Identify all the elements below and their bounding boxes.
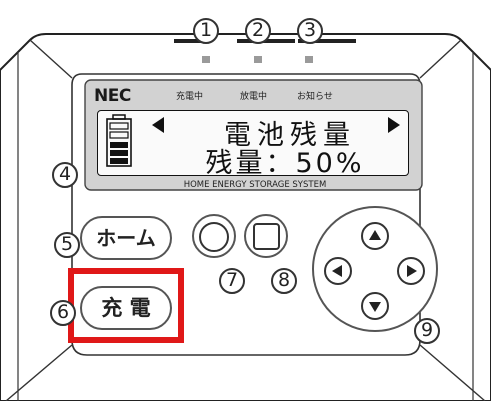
callout-6: 6 xyxy=(50,300,76,326)
lcd-title: 電池残量 xyxy=(224,120,356,151)
lcd-arrow-left-icon xyxy=(152,117,164,133)
callout-5: 5 xyxy=(54,232,80,258)
square-button[interactable] xyxy=(253,223,280,250)
notice-label: お知らせ xyxy=(297,92,333,102)
callout-8: 8 xyxy=(271,268,297,294)
callout-4: 4 xyxy=(52,162,78,188)
charging-label: 充電中 xyxy=(176,92,204,102)
system-name: HOME ENERGY STORAGE SYSTEM xyxy=(183,180,327,190)
home-button[interactable]: ホーム xyxy=(80,216,172,260)
callout-7: 7 xyxy=(219,268,245,294)
lcd-remaining: 残量：50% xyxy=(205,148,365,179)
arrow-down-icon[interactable] xyxy=(360,291,390,321)
charge-button[interactable]: 充 電 xyxy=(80,286,172,330)
dpad xyxy=(312,206,438,332)
callout-1: 1 xyxy=(193,18,219,44)
notice-led xyxy=(305,56,313,63)
arrow-right-icon[interactable] xyxy=(396,256,426,286)
lcd-screen xyxy=(97,110,409,176)
arrow-left-icon[interactable] xyxy=(323,256,353,286)
battery-level-icon xyxy=(106,114,132,167)
callout-2: 2 xyxy=(245,18,271,44)
brand-logo: NEC xyxy=(94,86,131,106)
lcd-arrow-right-icon xyxy=(388,117,400,133)
discharging-led xyxy=(254,56,262,63)
circle-button[interactable] xyxy=(199,222,229,252)
callout-9: 9 xyxy=(414,318,440,344)
discharging-label: 放電中 xyxy=(240,92,268,102)
highlight-box xyxy=(68,268,184,343)
charging-led xyxy=(202,56,210,63)
arrow-up-icon[interactable] xyxy=(360,221,390,251)
callout-3: 3 xyxy=(297,18,323,44)
